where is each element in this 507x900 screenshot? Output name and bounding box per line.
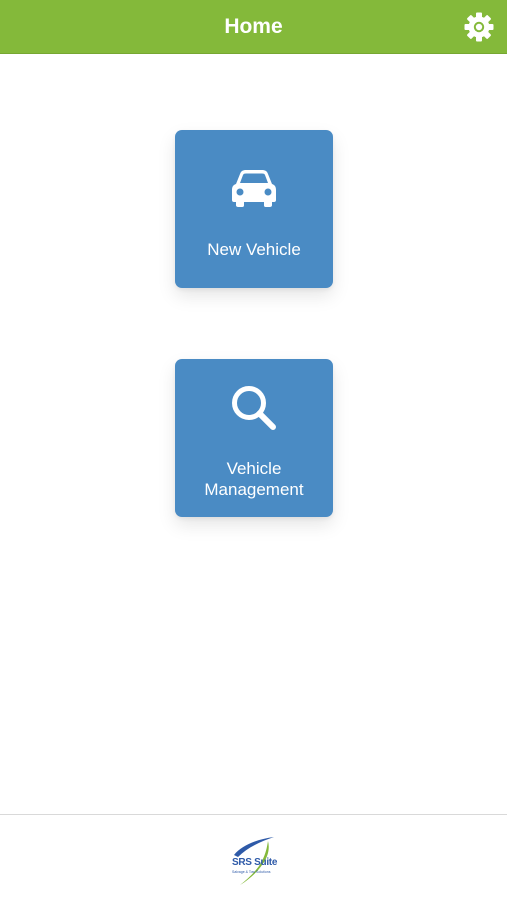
settings-button[interactable] (463, 11, 495, 43)
srs-suite-logo: SRS Suite Salvage & Tow Solutions (228, 835, 280, 887)
vehicle-management-label: Vehicle Management (204, 459, 304, 499)
search-icon (228, 382, 280, 434)
gear-icon (464, 12, 494, 42)
car-icon (230, 168, 278, 208)
footer-bar: SRS Suite Salvage & Tow Solutions (0, 814, 507, 900)
logo-subtext: Salvage & Tow Solutions (232, 870, 271, 874)
new-vehicle-label: New Vehicle (207, 240, 301, 259)
top-app-bar: Home (0, 0, 507, 54)
new-vehicle-button[interactable]: New Vehicle (175, 130, 333, 288)
vehicle-management-button[interactable]: Vehicle Management (175, 359, 333, 517)
page-title: Home (224, 15, 283, 38)
logo-text: SRS Suite (232, 857, 278, 868)
